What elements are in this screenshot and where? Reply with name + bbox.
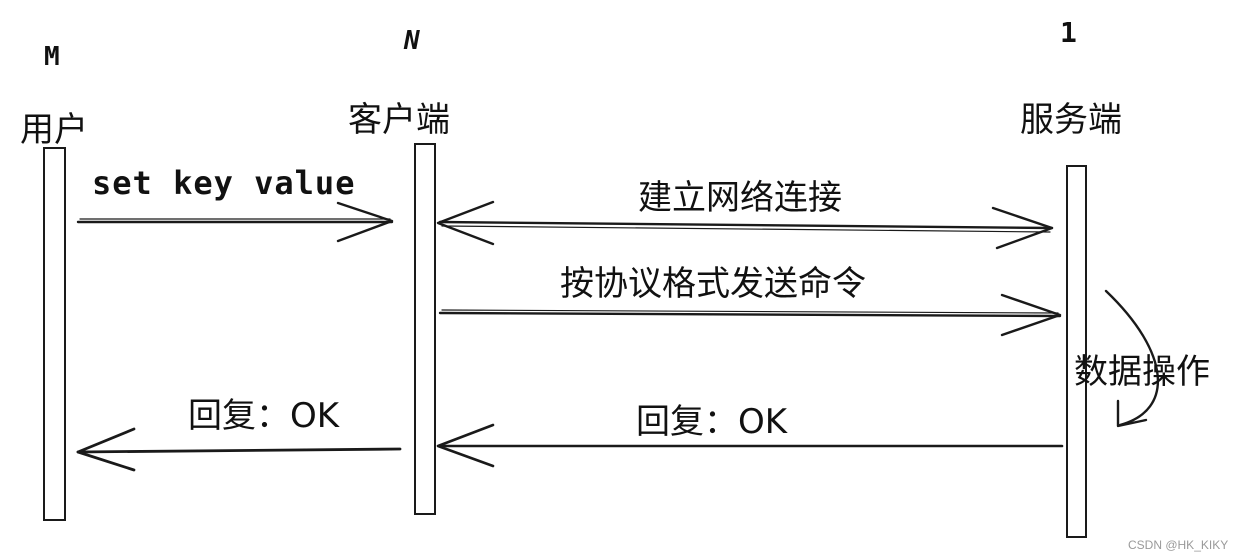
user-lifeline (43, 147, 66, 521)
server-reply-label: 回复：OK (636, 402, 788, 442)
set-command-arrow (76, 201, 394, 243)
client-multiplicity: N (404, 26, 420, 56)
client-reply-label: 回复：OK (188, 396, 340, 436)
server-lifeline (1066, 165, 1087, 538)
connection-label: 建立网络连接 (638, 178, 842, 218)
user-multiplicity: M (44, 42, 60, 72)
send-command-label: 按协议格式发送命令 (560, 264, 866, 304)
set-command-label: set key value (92, 164, 356, 202)
data-operation-arrow (1104, 289, 1160, 428)
client-lifeline (414, 143, 436, 515)
client-actor-label: 客户端 (348, 100, 450, 140)
server-reply-arrow (436, 423, 1064, 468)
server-actor-label: 服务端 (1020, 100, 1122, 140)
data-operation-label: 数据操作 (1074, 352, 1210, 392)
client-reply-arrow (76, 427, 402, 472)
server-multiplicity: 1 (1060, 16, 1077, 49)
watermark: CSDN @HK_KIKY (1128, 538, 1229, 552)
user-actor-label: 用户 (20, 110, 88, 150)
connection-arrow (436, 200, 1054, 250)
send-command-arrow (438, 293, 1062, 337)
